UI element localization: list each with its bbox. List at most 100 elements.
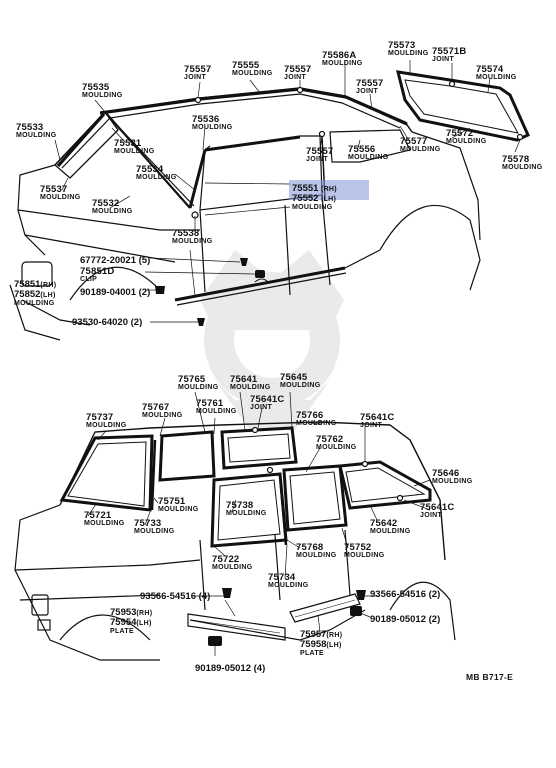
fastener-90189-04001[interactable]: 90189-04001 (2) [80,288,150,298]
part-name: JOINT [356,88,379,95]
part-number: 75642 [370,518,398,529]
part-name: MOULDING [226,510,267,517]
part-name: MOULDING [136,174,177,181]
part-75851-75852[interactable]: 75851(RH) 75852(LH) MOULDING [14,280,56,308]
part-number: 75573 [388,40,416,51]
fastener-93530[interactable]: 93530-64020 (2) [72,317,143,328]
part-number-75551: 75551 [292,183,319,194]
part-number: 75646 [432,468,460,479]
fastener-93566-a[interactable]: 93566-54516 (4) [140,592,210,602]
part-number: 75577 [400,136,428,147]
part-name: MOULDING [476,74,517,81]
highlight-box [289,180,369,200]
part-number: 75572 [446,128,474,139]
part-number: 75957 [300,629,327,640]
side-lh: (LH) [320,196,337,203]
part-number: 75721 [84,510,112,521]
part-number: 75954 [110,617,137,628]
part-number: 75557 [284,64,312,75]
fastener-75851d[interactable]: 75851D CLIP [80,266,115,284]
part-75957-75958[interactable]: 75957(RH) 75958(LH) PLATE [300,630,342,658]
fastener-text: 93530-64020 (2) [72,317,143,328]
part-number: 75852 [14,289,41,300]
fastener-67772[interactable]: 67772-20021 (5) [80,256,150,266]
part-name: MOULDING [114,148,155,155]
part-name: MOULDING [280,382,321,389]
part-name: JOINT [184,74,207,81]
part-name: PLATE [110,628,134,635]
fastener-text: 90189-05012 (2) [370,614,441,625]
label-75551-75552[interactable]: 75551 (RH) 75552 (LH) MOULDING [292,184,337,212]
part-name: MOULDING [268,582,309,589]
part-number: 75538 [172,228,200,239]
part-name: MOULDING [432,478,473,485]
part-name: MOULDING [82,92,123,99]
part-name: MOULDING [316,444,357,451]
part-number: 75738 [226,500,254,511]
side: (RH) [326,632,343,639]
part-name: MOULDING [296,552,337,559]
fastener-text: 75851D [80,266,115,277]
part-75953-75954[interactable]: 75953(RH) 75954(LH) PLATE [110,608,152,636]
fastener-90189-05012-2[interactable]: 90189-05012 (2) [370,614,441,625]
part-name: MOULDING [446,138,487,145]
part-number: 75556 [348,144,376,155]
part-name: MOULDING [388,50,429,57]
side: (LH) [326,642,342,649]
fastener-90189-05012-4[interactable]: 90189-05012 (4) [195,664,265,674]
fastener-93566-b[interactable]: 93566-54516 (2) [370,590,440,600]
top-roof-mouldings [56,86,408,219]
part-number: 75765 [178,374,206,385]
top-leader-lines [54,60,521,323]
part-number: 75571B [432,46,467,57]
part-name: MOULDING [40,194,81,201]
part-number: 75958 [300,639,327,650]
part-number: 75645 [280,372,308,383]
part-number: 75768 [296,542,324,553]
part-name: MOULDING [196,408,237,415]
part-number: 75641C [250,394,285,405]
